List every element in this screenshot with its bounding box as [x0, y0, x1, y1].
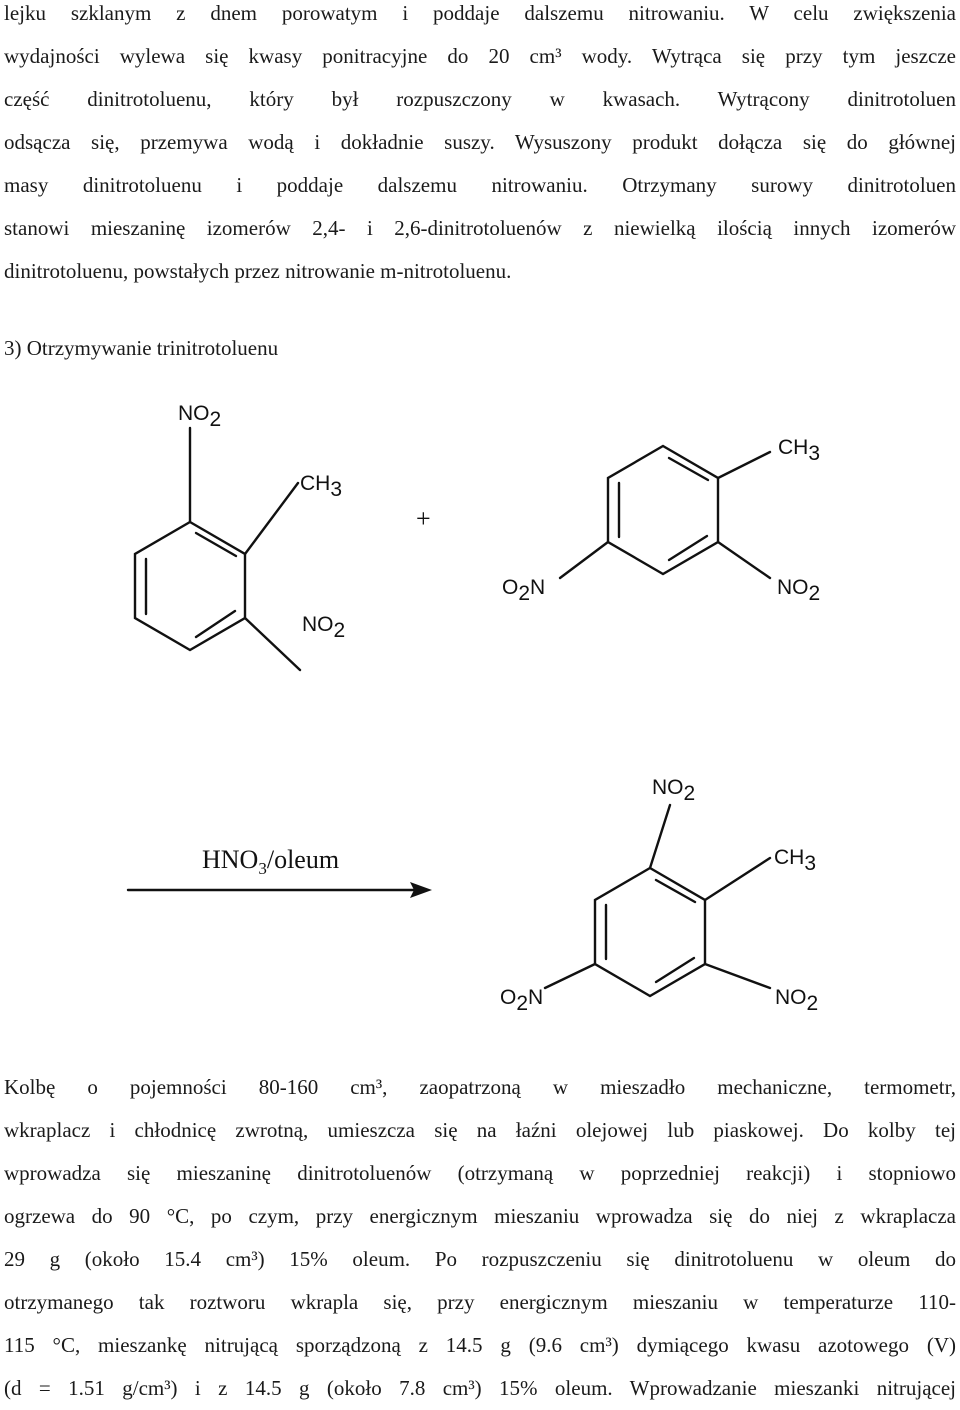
text-line: wkraplacz i chłodnicę zwrotną, umieszcza…: [4, 1118, 956, 1142]
text-line: lejku szklanym z dnem porowatym i poddaj…: [4, 1, 956, 25]
text-line: (d = 1.51 g/cm³) i z 14.5 g (około 7.8 c…: [4, 1376, 956, 1400]
text-line: dinitrotoluenu, powstałych przez nitrowa…: [4, 259, 512, 283]
text-line: odsącza się, przemywa wodą i dokładnie s…: [4, 130, 956, 154]
plus-sign: +: [416, 504, 431, 533]
product-ring: [543, 803, 772, 998]
reagent-label: HNO3/oleum: [202, 845, 339, 878]
text-line: część dinitrotoluenu, który był rozpuszc…: [4, 87, 956, 111]
bottom-paragraph: Kolbę o pojemności 80-160 cm³, zaopatrzo…: [4, 1066, 956, 1410]
text-line: wydajności wylewa się kwasy ponitracyjne…: [4, 44, 956, 68]
product-right-bottom-label: NO2: [775, 986, 818, 1015]
text-line: ogrzewa do 90 °C, po czym, przy energicz…: [4, 1204, 956, 1228]
arrow-head: [410, 882, 432, 898]
text-line: wprowadza się mieszaninę dinitrotoluenów…: [4, 1161, 956, 1185]
text-line: 29 g (około 15.4 cm³) 15% oleum. Po rozp…: [4, 1247, 956, 1271]
reaction-scheme: + NO2 CH3 NO2 CH3 O2N NO2 HNO3/oleum NO2…: [126, 402, 820, 1015]
section-heading: 3) Otrzymywanie trinitrotoluenu: [4, 336, 279, 360]
text-line: masy dinitrotoluenu i poddaje dalszemu n…: [4, 173, 956, 197]
reactant2-left-bottom-label: O2N: [502, 576, 545, 605]
reactant1-right-label: CH3: [300, 472, 342, 501]
reactant2-ring: [558, 444, 772, 580]
text-line: stanowi mieszaninę izomerów 2,4- i 2,6-d…: [4, 216, 956, 240]
text-line: 115 °C, mieszankę nitrującą sporządzoną …: [4, 1333, 956, 1357]
reactant2-right-label: CH3: [778, 436, 820, 465]
product-top-label: NO2: [652, 776, 695, 805]
reactant1-top-label: NO2: [178, 402, 221, 431]
text-line: Kolbę o pojemności 80-160 cm³, zaopatrzo…: [4, 1075, 956, 1099]
reactant1-bottom-label: NO2: [302, 613, 345, 642]
product-left-bottom-label: O2N: [500, 986, 543, 1015]
reactant1-ring: [133, 426, 302, 672]
text-line: otrzymanego tak roztworu wkrapla się, pr…: [4, 1290, 956, 1314]
product-right-label: CH3: [774, 846, 816, 875]
reactant2-right-bottom-label: NO2: [777, 576, 820, 605]
top-paragraph: lejku szklanym z dnem porowatym i poddaj…: [4, 0, 956, 293]
